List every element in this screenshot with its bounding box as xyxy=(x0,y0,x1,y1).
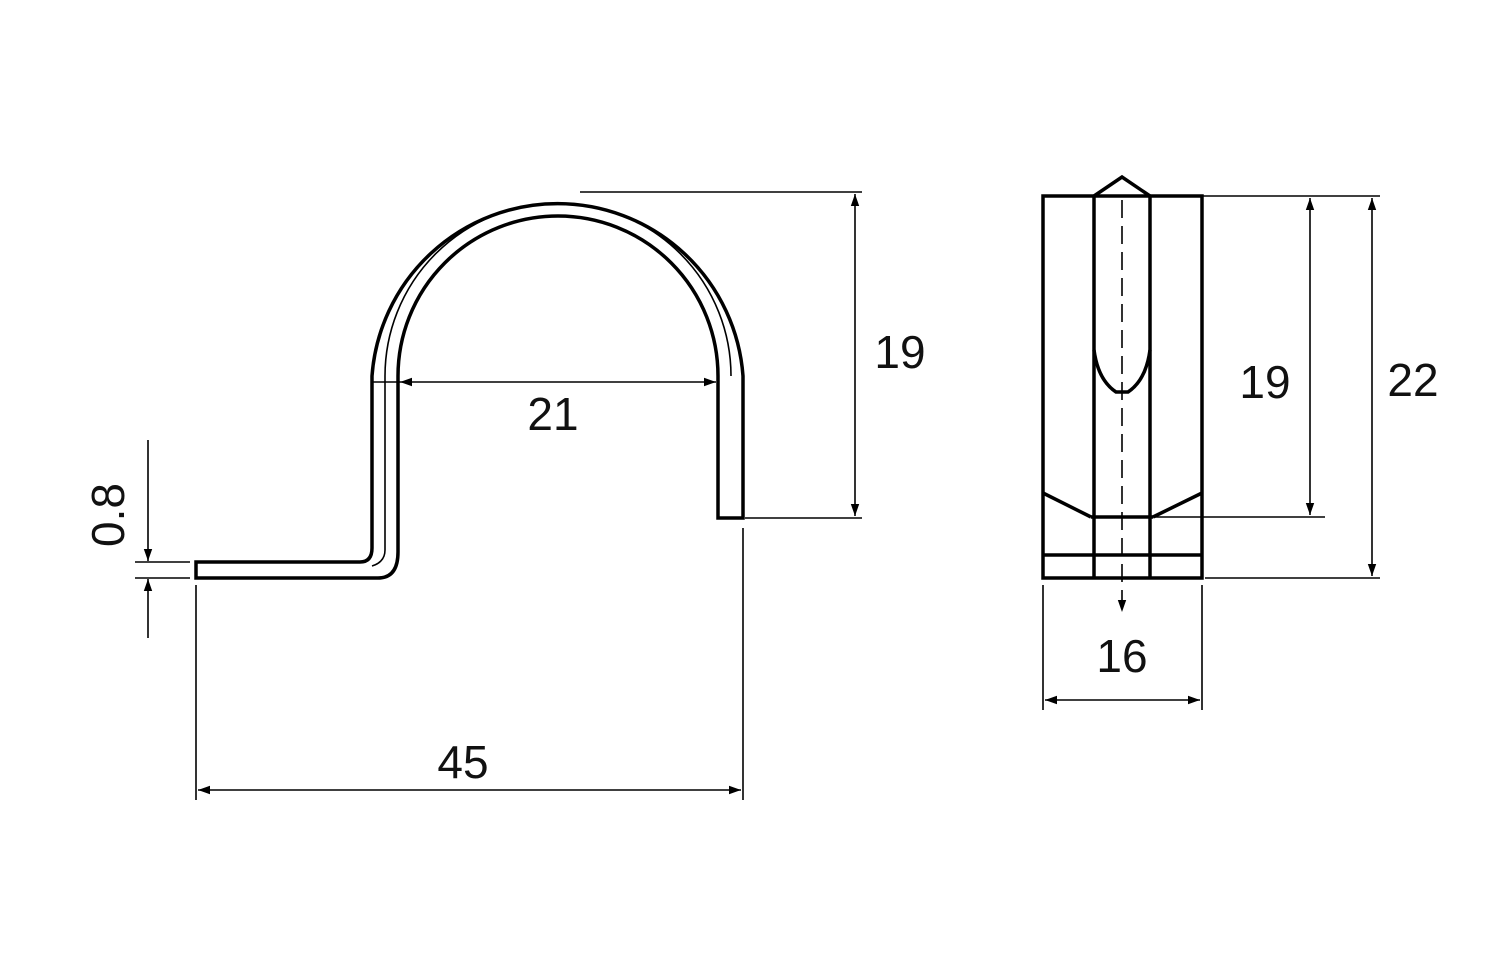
side-height-label: 19 xyxy=(874,326,925,378)
side-thickness-label: 0.8 xyxy=(82,483,134,547)
dimension-front-height-22 xyxy=(1205,198,1380,579)
side-view-clip-profile xyxy=(194,201,745,580)
dimension-thickness-0-8 xyxy=(135,440,190,638)
dimension-front-height-19 xyxy=(1153,195,1380,518)
dimension-length-45 xyxy=(195,528,744,800)
front-inner-height-label: 19 xyxy=(1239,356,1290,408)
front-view-clip xyxy=(1041,174,1204,612)
dimension-front-width-16 xyxy=(1042,585,1203,710)
front-width-label: 16 xyxy=(1096,630,1147,682)
side-inner-width-label: 21 xyxy=(527,388,578,440)
front-overall-height-label: 22 xyxy=(1387,354,1438,406)
side-length-label: 45 xyxy=(437,736,488,788)
dimension-height-19 xyxy=(580,191,862,519)
